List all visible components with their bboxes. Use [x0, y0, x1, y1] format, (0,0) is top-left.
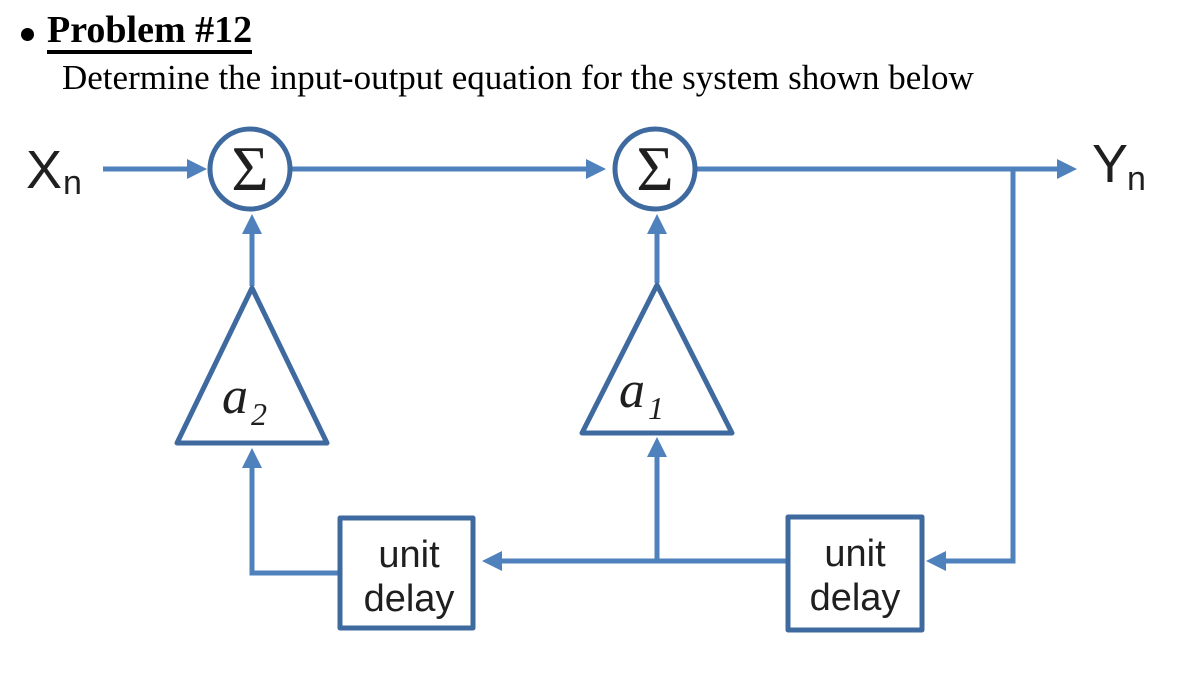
bullet-icon — [21, 28, 34, 41]
output-label: Y — [1092, 134, 1128, 194]
output-label-sub: n — [1127, 160, 1146, 198]
unit-delay-left-line1: unit — [378, 534, 440, 576]
input-label: X — [26, 140, 62, 200]
unit-delay-right-line2: delay — [810, 577, 901, 619]
feedback-line — [926, 167, 1016, 571]
unit-delay-right-line1: unit — [824, 533, 886, 575]
problem-subtitle: Determine the input-output equation for … — [62, 58, 974, 97]
gain-a1-label: a — [619, 362, 645, 419]
summer-1-symbol: Σ — [231, 133, 268, 204]
unit-delay-left-box — [337, 515, 476, 631]
unit-delay-left-line2: delay — [364, 578, 455, 620]
gain-a2-triangle — [174, 285, 330, 446]
gain-a2-label: a — [222, 368, 248, 425]
gain-a2-sub: 2 — [251, 396, 267, 432]
summer-1-circle — [207, 126, 293, 212]
gain-a1-triangle — [579, 282, 735, 436]
gain-a1-sub: 1 — [648, 390, 664, 426]
summer-2-symbol: Σ — [636, 133, 673, 204]
delay-to-a2-line — [242, 448, 340, 576]
summer-2-circle — [612, 126, 698, 212]
unit-delay-right-box — [785, 514, 925, 633]
input-label-sub: n — [63, 164, 82, 202]
problem-title: Problem #12 — [47, 11, 253, 54]
